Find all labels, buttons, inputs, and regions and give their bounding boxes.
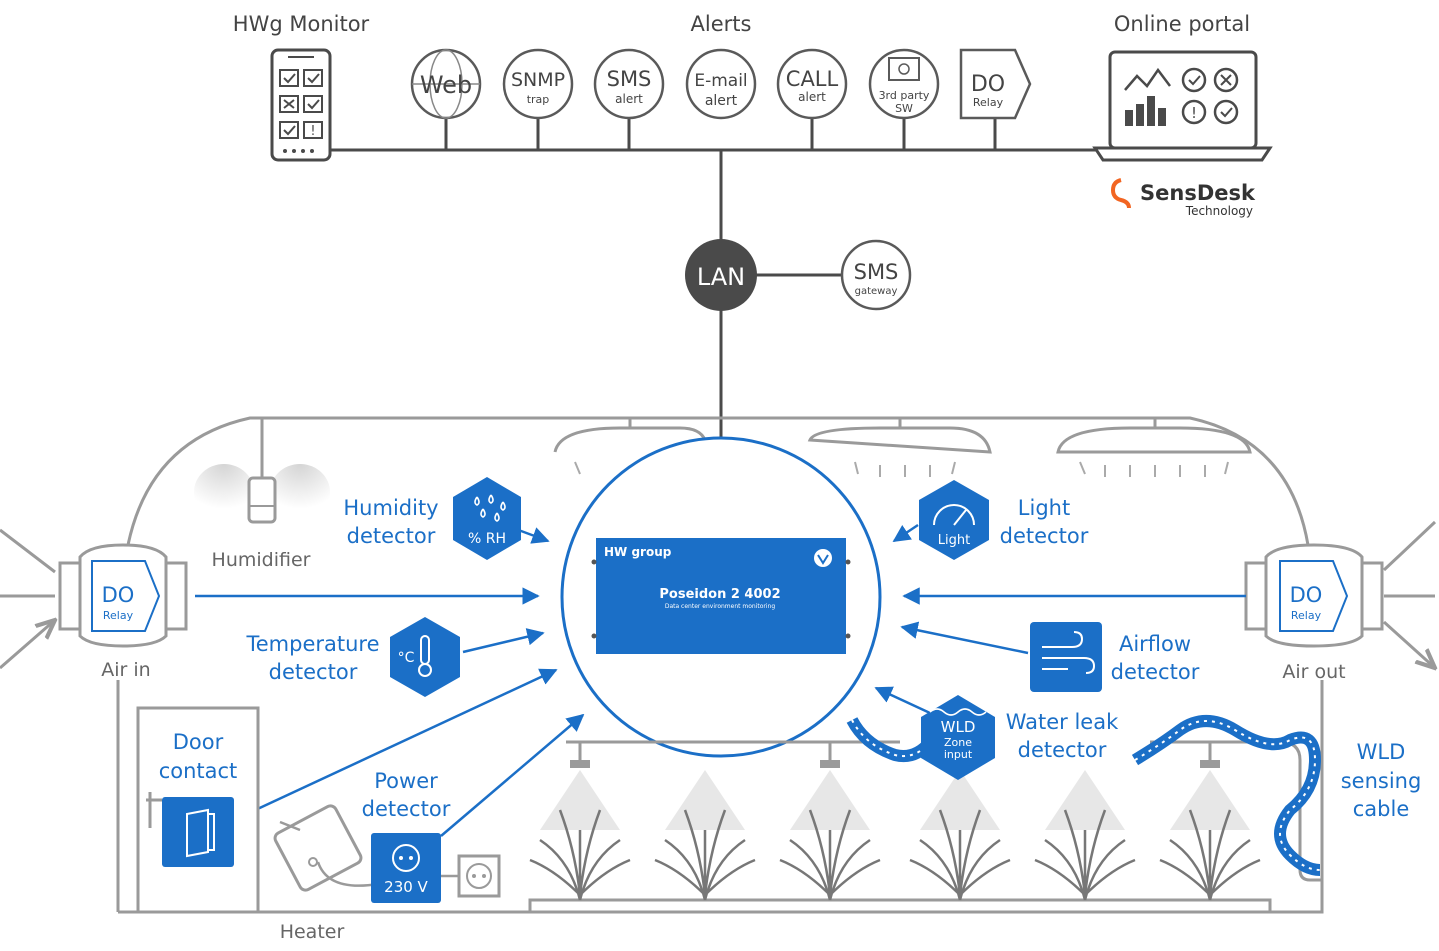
socket-icon bbox=[441, 854, 501, 898]
device-subtitle: Data center environment monitoring bbox=[665, 603, 776, 610]
power-label-2: detector bbox=[362, 797, 451, 821]
sms-gateway-label: SMS bbox=[854, 260, 899, 284]
poseidon-device: HW group Poseidon 2 4002 Data center env… bbox=[591, 538, 851, 654]
humidity-icon-text: % RH bbox=[468, 531, 506, 547]
wld-icon-text-2: Zone bbox=[944, 736, 972, 749]
sms-gateway-sub: gateway bbox=[855, 286, 898, 297]
airflow-label-2: detector bbox=[1111, 660, 1200, 684]
air-out-fan: DO Relay bbox=[1244, 520, 1435, 668]
do-relay-alert: DO Relay bbox=[959, 48, 1032, 150]
wld-cable bbox=[846, 715, 1322, 876]
airflow-label-1: Airflow bbox=[1119, 632, 1191, 656]
door-handle bbox=[146, 792, 162, 828]
humidity-label-1: Humidity bbox=[343, 496, 438, 520]
heater-icon bbox=[273, 804, 379, 892]
temperature-icon: °C bbox=[390, 617, 460, 697]
sms-alert: SMS alert bbox=[593, 48, 665, 150]
wld-icon: WLD Zone input bbox=[921, 695, 995, 780]
air-in-label: Air in bbox=[101, 659, 150, 681]
humidity-icon: % RH bbox=[453, 477, 521, 560]
plants bbox=[529, 770, 1261, 901]
svg-text:!: ! bbox=[1191, 104, 1197, 122]
sensdesk-brand: SensDesk bbox=[1140, 181, 1256, 205]
greenhouse-outline bbox=[116, 416, 1324, 914]
device-brand: HW group bbox=[604, 545, 672, 559]
phone-icon: ! bbox=[270, 48, 332, 162]
email-alert: E-mail alert bbox=[685, 48, 757, 120]
air-in-do: DO bbox=[102, 583, 135, 607]
sms-sub: alert bbox=[615, 92, 643, 106]
humidity-label-2: detector bbox=[347, 524, 436, 548]
ceiling-lamps bbox=[553, 418, 1252, 477]
email-label: E-mail bbox=[694, 71, 747, 91]
sensdesk-logo: SensDesk Technology bbox=[1110, 178, 1256, 218]
temperature-label-2: detector bbox=[269, 660, 358, 684]
alerts-title: Alerts bbox=[691, 12, 752, 36]
air-out-relay: Relay bbox=[1291, 609, 1322, 622]
relay-label: Relay bbox=[973, 96, 1004, 109]
web-alert: Web bbox=[410, 48, 482, 150]
air-out-label: Air out bbox=[1282, 661, 1345, 683]
airflow-icon bbox=[1030, 622, 1102, 692]
sensdesk-sub: Technology bbox=[1185, 204, 1253, 218]
air-in-relay: Relay bbox=[103, 609, 134, 622]
lan-label: LAN bbox=[697, 263, 745, 291]
sms-gateway: SMS gateway bbox=[840, 239, 912, 311]
power-icon-text: 230 V bbox=[384, 878, 428, 896]
wld-icon-text-1: WLD bbox=[941, 718, 976, 736]
hwg-monitor-title: HWg Monitor bbox=[233, 12, 370, 36]
wld-cable-label-2: sensing bbox=[1341, 769, 1422, 793]
air-out-do: DO bbox=[1290, 583, 1323, 607]
air-in-fan: DO Relay bbox=[0, 528, 188, 670]
water-leak-label-1: Water leak bbox=[1006, 710, 1119, 734]
third-party-sub: SW bbox=[895, 102, 913, 115]
door-label-1: Door bbox=[173, 730, 224, 754]
heater-label: Heater bbox=[280, 921, 345, 943]
light-icon: Light bbox=[919, 480, 989, 560]
online-portal-title: Online portal bbox=[1114, 12, 1250, 36]
snmp-label: SNMP bbox=[511, 69, 565, 91]
call-sub: alert bbox=[798, 90, 826, 104]
wld-cable-label-3: cable bbox=[1353, 797, 1410, 821]
humidifier-label: Humidifier bbox=[212, 549, 311, 571]
power-icon: 230 V bbox=[371, 833, 441, 903]
door-label-2: contact bbox=[159, 759, 238, 783]
light-icon-text: Light bbox=[938, 533, 970, 548]
temperature-icon-text: °C bbox=[398, 650, 415, 666]
do-label: DO bbox=[971, 72, 1005, 97]
sms-label: SMS bbox=[607, 67, 652, 91]
snmp-sub: trap bbox=[527, 93, 550, 106]
plant-bed bbox=[528, 898, 1272, 914]
temperature-label-1: Temperature bbox=[245, 632, 379, 656]
wld-cable-label-1: WLD bbox=[1357, 740, 1406, 764]
call-alert: CALL alert bbox=[776, 48, 848, 150]
device-name: Poseidon 2 4002 bbox=[659, 587, 780, 602]
light-label-1: Light bbox=[1018, 496, 1070, 520]
lan-icon: LAN bbox=[685, 239, 757, 311]
wld-icon-text-3: input bbox=[944, 748, 973, 761]
third-party-alert: 3rd party SW bbox=[868, 48, 940, 150]
laptop-icon: ! bbox=[1092, 50, 1273, 162]
light-label-2: detector bbox=[1000, 524, 1089, 548]
web-label: Web bbox=[420, 71, 472, 99]
call-label: CALL bbox=[786, 67, 839, 91]
third-party-label: 3rd party bbox=[879, 89, 930, 102]
svg-text:!: ! bbox=[310, 124, 315, 139]
power-label-1: Power bbox=[374, 769, 438, 793]
snmp-alert: SNMP trap bbox=[502, 48, 574, 150]
door-contact-icon bbox=[162, 797, 234, 867]
email-sub: alert bbox=[705, 93, 738, 109]
water-leak-label-2: detector bbox=[1018, 738, 1107, 762]
humidifier-icon bbox=[194, 418, 330, 524]
